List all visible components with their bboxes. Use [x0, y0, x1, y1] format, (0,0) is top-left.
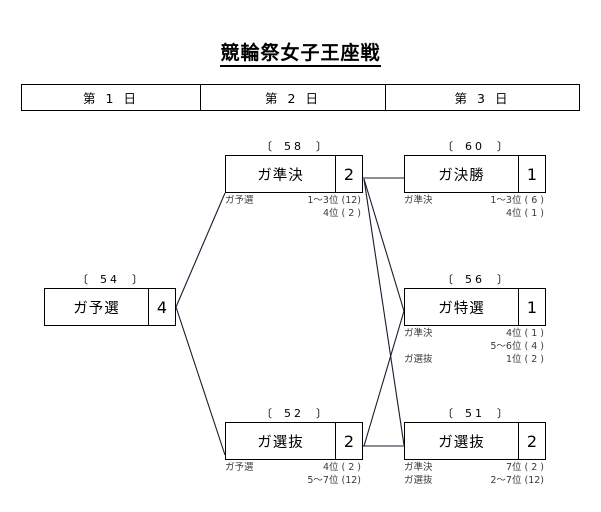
race-count-semifinal: 2 [335, 156, 362, 192]
note-value: 4位 ( 1 ) [505, 208, 544, 219]
note-value: 4位 ( 2 ) [322, 208, 361, 219]
line-semifinal-to-selection51 [363, 178, 405, 446]
race-box-selection-day2[interactable]: ガ選抜 2 [225, 422, 363, 460]
note-source: ガ予選 [225, 195, 254, 206]
note-row: ガ選抜 1位 ( 2 ) [404, 353, 546, 366]
race-count-qualifier: 4 [148, 289, 175, 325]
note-value: 1〜3位 (12) [307, 195, 361, 206]
race-code-number-semifinal: 58 [284, 140, 304, 153]
note-value: 1位 ( 2 ) [505, 354, 544, 365]
race-name-special: ガ特選 [438, 300, 485, 317]
race-node-final[interactable]: 〔60〕 ガ決勝 1 ガ準決 1〜3位 ( 6 ) 4位 ( 1 ) [404, 140, 546, 219]
race-box-final[interactable]: ガ決勝 1 [404, 155, 546, 193]
note-value: 4位 ( 1 ) [505, 328, 544, 339]
note-row: 5〜6位 ( 4 ) [404, 340, 546, 353]
note-source: ガ準決 [404, 195, 433, 206]
line-qualifier-to-semifinal [175, 192, 226, 308]
note-value: 1〜3位 ( 6 ) [490, 195, 544, 206]
race-code-selection-day2: 〔52〕 [261, 407, 327, 420]
note-source: ガ選抜 [404, 475, 433, 486]
day-header-row: 第 1 日 第 2 日 第 3 日 [21, 84, 580, 111]
day-header-cell-2: 第 2 日 [200, 85, 386, 110]
race-code-final: 〔60〕 [442, 140, 508, 153]
race-count-selection-day2: 2 [335, 423, 362, 459]
note-row: ガ予選 4位 ( 2 ) [225, 461, 363, 474]
race-name-final: ガ決勝 [438, 167, 485, 184]
page-title: 競輪祭女子王座戦 [0, 38, 601, 67]
note-row: 4位 ( 2 ) [225, 207, 363, 220]
race-node-selection-day3[interactable]: 〔51〕 ガ選抜 2 ガ準決 7位 ( 2 ) ガ選抜 2〜7位 (12) [404, 407, 546, 486]
race-count-final: 1 [518, 156, 545, 192]
day-header-cell-1: 第 1 日 [83, 91, 139, 106]
race-box-qualifier[interactable]: ガ予選 4 [44, 288, 176, 326]
qualification-notes-selection-day3: ガ準決 7位 ( 2 ) ガ選抜 2〜7位 (12) [404, 461, 546, 487]
race-box-selection-day3[interactable]: ガ選抜 2 [404, 422, 546, 460]
day-header-cell-3: 第 3 日 [454, 91, 511, 106]
note-source: ガ準決 [404, 462, 433, 473]
note-source: ガ予選 [225, 462, 254, 473]
race-code-semifinal: 〔58〕 [261, 140, 327, 153]
race-code-number-selection-day2: 52 [284, 407, 304, 420]
race-name-semifinal: ガ準決 [257, 167, 304, 184]
note-value: 7位 ( 2 ) [505, 462, 544, 473]
qualification-notes-final: ガ準決 1〜3位 ( 6 ) 4位 ( 1 ) [404, 194, 546, 220]
race-code-number-selection-day3: 51 [465, 407, 485, 420]
page-title-text: 競輪祭女子王座戦 [220, 42, 381, 67]
race-node-qualifier[interactable]: 〔54〕 ガ予選 4 [44, 273, 176, 326]
race-code-number-special: 56 [465, 273, 485, 286]
qualification-notes-special: ガ準決 4位 ( 1 ) 5〜6位 ( 4 ) ガ選抜 1位 ( 2 ) [404, 327, 546, 366]
note-source: ガ準決 [404, 328, 433, 339]
note-row: 5〜7位 (12) [225, 474, 363, 487]
race-box-special[interactable]: ガ特選 1 [404, 288, 546, 326]
note-row: ガ準決 4位 ( 1 ) [404, 327, 546, 340]
race-name-selection-day2: ガ選抜 [257, 434, 304, 451]
race-node-semifinal[interactable]: 〔58〕 ガ準決 2 ガ予選 1〜3位 (12) 4位 ( 2 ) [225, 140, 363, 219]
note-row: ガ選抜 2〜7位 (12) [404, 474, 546, 487]
line-selection52-to-special56 [363, 310, 405, 447]
note-source: ガ選抜 [404, 354, 433, 365]
note-row: ガ予選 1〜3位 (12) [225, 194, 363, 207]
race-box-semifinal[interactable]: ガ準決 2 [225, 155, 363, 193]
race-name-selection-day3: ガ選抜 [438, 434, 485, 451]
race-code-number-final: 60 [465, 140, 485, 153]
note-row: ガ準決 1〜3位 ( 6 ) [404, 194, 546, 207]
race-node-special[interactable]: 〔56〕 ガ特選 1 ガ準決 4位 ( 1 ) 5〜6位 ( 4 ) ガ選抜 1… [404, 273, 546, 365]
note-value: 5〜6位 ( 4 ) [490, 341, 544, 352]
race-name-qualifier: ガ予選 [73, 300, 120, 317]
qualification-notes-semifinal: ガ予選 1〜3位 (12) 4位 ( 2 ) [225, 194, 363, 220]
race-node-selection-day2[interactable]: 〔52〕 ガ選抜 2 ガ予選 4位 ( 2 ) 5〜7位 (12) [225, 407, 363, 486]
line-qualifier-to-selection52 [175, 306, 226, 456]
race-code-number-qualifier: 54 [100, 273, 120, 286]
note-value: 2〜7位 (12) [490, 475, 544, 486]
race-code-selection-day3: 〔51〕 [442, 407, 508, 420]
line-semifinal-to-special56 [363, 178, 405, 312]
note-row: 4位 ( 1 ) [404, 207, 546, 220]
race-count-special: 1 [518, 289, 545, 325]
note-value: 4位 ( 2 ) [322, 462, 361, 473]
note-value: 5〜7位 (12) [307, 475, 361, 486]
race-code-special: 〔56〕 [442, 273, 508, 286]
note-row: ガ準決 7位 ( 2 ) [404, 461, 546, 474]
qualification-notes-selection-day2: ガ予選 4位 ( 2 ) 5〜7位 (12) [225, 461, 363, 487]
race-count-selection-day3: 2 [518, 423, 545, 459]
race-code-qualifier: 〔54〕 [77, 273, 143, 286]
